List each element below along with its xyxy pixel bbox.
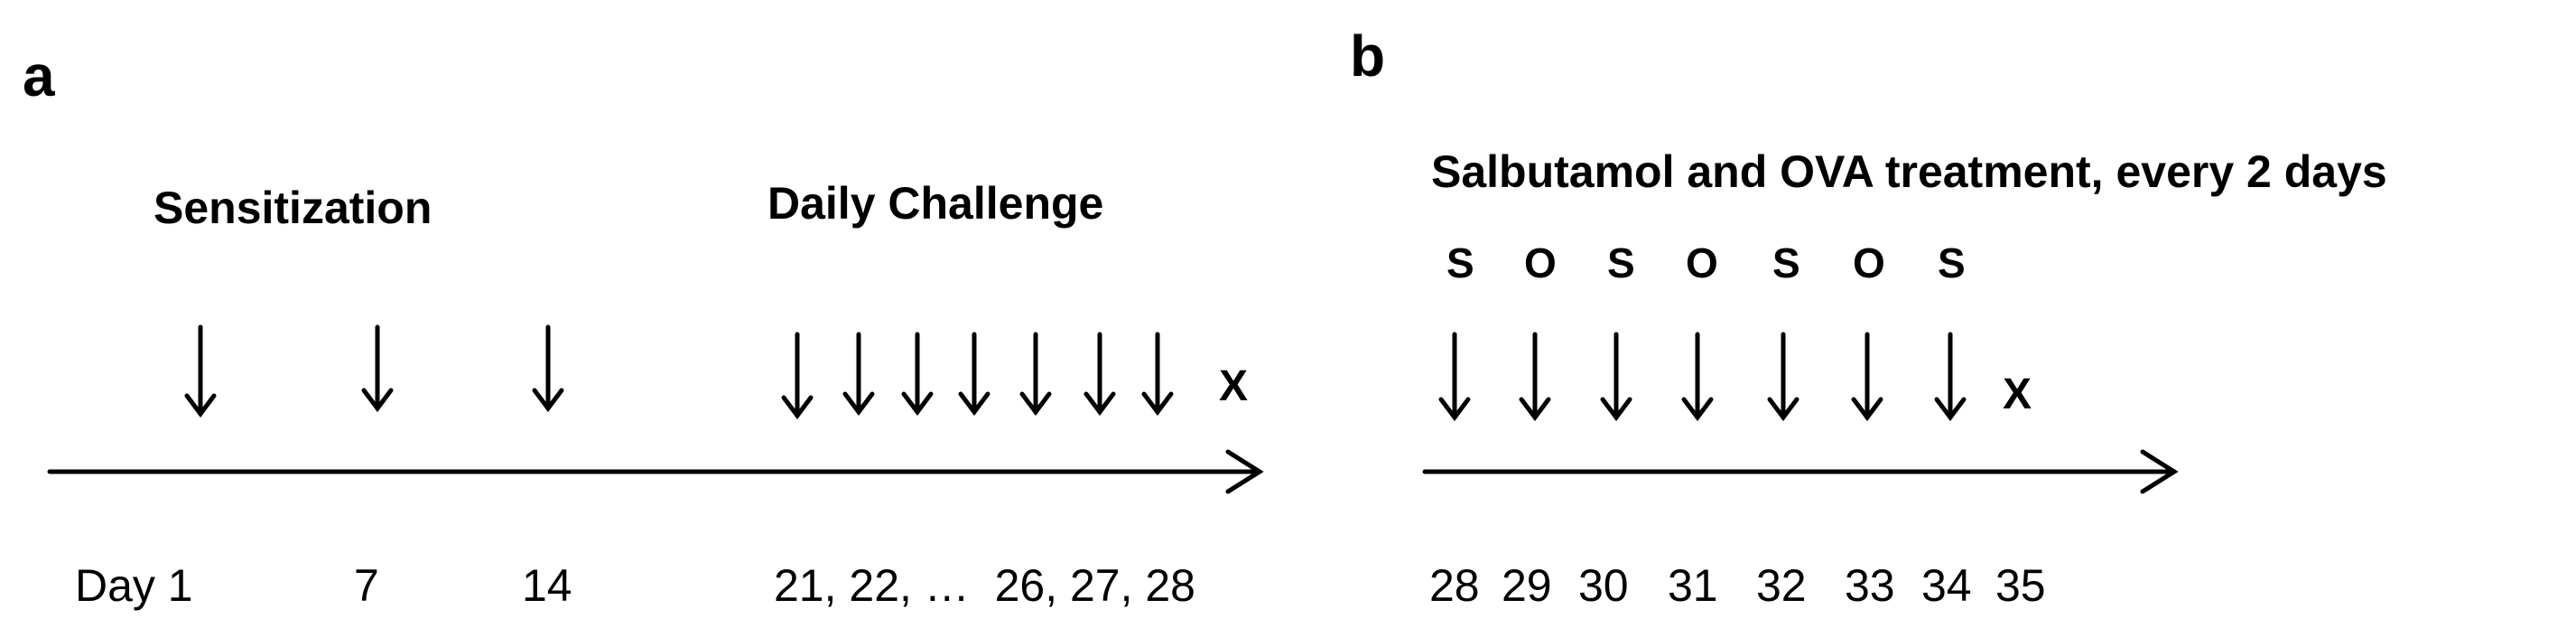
day-label: 29 — [1502, 560, 1552, 611]
day-label: 7 — [354, 560, 379, 611]
challenge-arrow — [1141, 332, 1174, 417]
treatment-marker: S — [1607, 239, 1635, 286]
timeline-b — [1422, 449, 2179, 494]
day-label: 21, 22, … 26, 27, 28 — [774, 560, 1195, 611]
treatment-arrow — [1681, 332, 1714, 422]
endpoint-marker-b: X — [2003, 370, 2032, 418]
day-label: Day 1 — [75, 560, 193, 611]
treatment-arrow — [1767, 332, 1799, 422]
challenge-title: Daily Challenge — [767, 178, 1104, 229]
treatment-arrow — [1600, 332, 1632, 422]
challenge-arrow — [1019, 332, 1052, 417]
sensitization-arrow-day14 — [532, 324, 564, 413]
timeline-a — [47, 449, 1264, 494]
day-label: 14 — [522, 560, 572, 611]
challenge-arrow — [958, 332, 990, 417]
treatment-arrow — [1519, 332, 1551, 422]
day-label: 34 — [1921, 560, 1972, 611]
sensitization-title: Sensitization — [153, 183, 432, 233]
panel-label-a: a — [23, 43, 55, 108]
treatment-marker: S — [1446, 239, 1474, 286]
challenge-arrow — [842, 332, 875, 417]
endpoint-marker-a: X — [1219, 362, 1249, 410]
day-label: 31 — [1668, 560, 1718, 611]
sensitization-arrow-day1 — [184, 324, 217, 418]
treatment-marker: O — [1853, 239, 1885, 286]
challenge-arrow — [1083, 332, 1116, 417]
treatment-arrow — [1438, 332, 1471, 422]
treatment-marker: O — [1524, 239, 1557, 286]
treatment-marker: S — [1772, 239, 1800, 286]
challenge-arrow — [901, 332, 934, 417]
challenge-arrow — [781, 332, 814, 420]
sensitization-arrow-day7 — [361, 324, 394, 413]
panel-label-b: b — [1350, 23, 1386, 89]
treatment-arrow — [1934, 332, 1967, 422]
treatment-title: Salbutamol and OVA treatment, every 2 da… — [1431, 146, 2387, 197]
day-label: 33 — [1845, 560, 1895, 611]
day-label: 35 — [1995, 560, 2046, 611]
day-label: 28 — [1429, 560, 1480, 611]
day-label: 32 — [1756, 560, 1807, 611]
day-label: 30 — [1578, 560, 1629, 611]
treatment-marker: O — [1686, 239, 1718, 286]
treatment-arrow — [1851, 332, 1883, 422]
treatment-marker: S — [1938, 239, 1966, 286]
